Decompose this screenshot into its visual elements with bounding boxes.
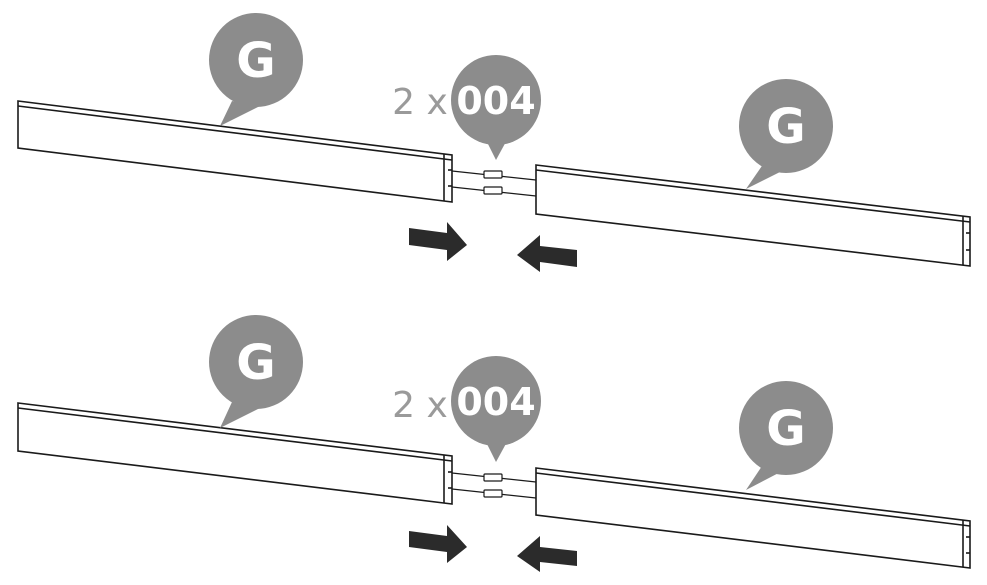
part-label: G xyxy=(236,335,275,391)
right-board xyxy=(535,164,971,267)
right-board xyxy=(535,467,971,569)
arrow-right xyxy=(409,525,467,563)
part-label: G xyxy=(766,99,805,155)
hardware-quantity: 2 x xyxy=(392,385,448,426)
hardware-callout: 004 2 x xyxy=(392,356,541,462)
part-callout-left: G xyxy=(209,315,303,428)
hardware-callout: 004 2 x xyxy=(392,55,541,160)
dowel-pins xyxy=(451,170,537,197)
part-callout-right: G xyxy=(739,79,833,189)
left-board xyxy=(17,402,453,505)
step-1: G G 004 2 x xyxy=(17,13,971,272)
part-label: G xyxy=(236,33,275,89)
left-board xyxy=(17,100,453,203)
part-label: G xyxy=(766,401,805,457)
arrow-left xyxy=(517,536,577,572)
step-2: G G 004 2 x xyxy=(17,315,971,572)
arrow-right xyxy=(409,222,467,261)
hardware-quantity: 2 x xyxy=(392,82,448,123)
hardware-code: 004 xyxy=(456,79,535,123)
arrow-left xyxy=(517,235,577,272)
part-callout-left: G xyxy=(209,13,303,126)
part-callout-right: G xyxy=(739,381,833,490)
dowel-pins xyxy=(451,472,537,499)
hardware-code: 004 xyxy=(456,380,535,424)
